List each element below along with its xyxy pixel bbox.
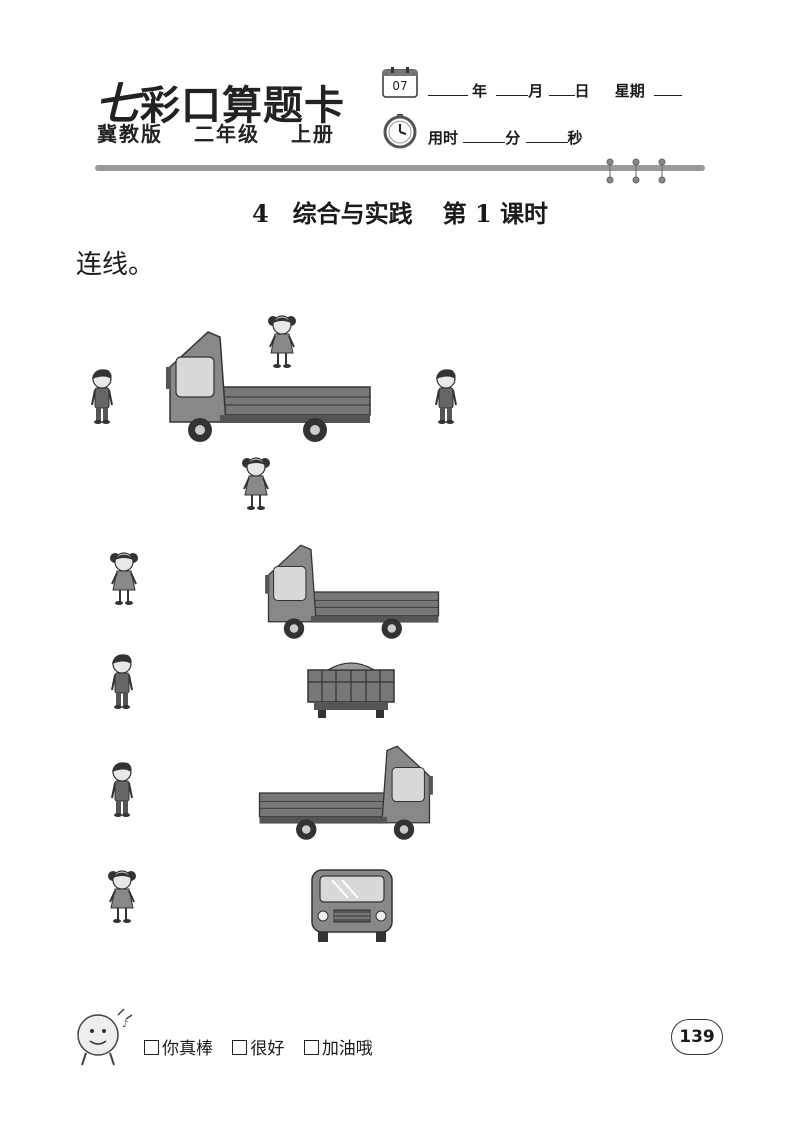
rating-option[interactable]: 你真棒 bbox=[144, 1039, 213, 1059]
mascot-icon: ♪ bbox=[77, 1008, 133, 1066]
scene-girl-bottom bbox=[241, 457, 271, 511]
rating-option[interactable]: 加油哦 bbox=[303, 1039, 373, 1059]
lesson-number: 4 bbox=[251, 199, 269, 228]
svg-text:♪: ♪ bbox=[122, 1019, 128, 1030]
date-fields: 年 月 日 星期 bbox=[428, 80, 682, 101]
match-truck-rear-view[interactable] bbox=[307, 662, 395, 719]
checkbox-icon[interactable] bbox=[303, 1040, 319, 1055]
month-label: 月 bbox=[528, 82, 544, 100]
grade-label: 二年级 bbox=[193, 122, 260, 146]
scene-boy-left bbox=[91, 368, 113, 425]
brand-title: 七彩口算题卡 bbox=[95, 68, 345, 132]
matching-exercise-illustration bbox=[80, 305, 465, 945]
match-girl-waving[interactable] bbox=[109, 552, 139, 606]
day-label: 日 bbox=[574, 82, 590, 100]
time-fields: 用时 分 秒 bbox=[428, 127, 583, 148]
calendar-icon: 07 bbox=[382, 67, 418, 98]
scene-truck bbox=[165, 331, 371, 443]
clock-icon bbox=[383, 114, 417, 149]
brand-first-char: 七 bbox=[95, 79, 140, 130]
lesson-period: 第 1 课时 bbox=[442, 199, 549, 228]
minutes-label: 分 bbox=[505, 129, 521, 147]
month-blank[interactable] bbox=[496, 81, 529, 96]
lesson-unit: 综合与实践 bbox=[292, 199, 413, 228]
scene-boy-right bbox=[435, 368, 457, 425]
exercise-instruction: 连线。 bbox=[76, 250, 155, 280]
rating-option[interactable]: 很好 bbox=[232, 1039, 284, 1059]
checkbox-icon[interactable] bbox=[232, 1040, 248, 1055]
lesson-title: 4 综合与实践第 1 课时 bbox=[0, 194, 800, 229]
edition-label: 冀教版 bbox=[97, 122, 163, 146]
match-boy-front[interactable] bbox=[111, 761, 133, 818]
scene-truck-with-children bbox=[91, 315, 457, 511]
book-info: 冀教版 二年级 上册 bbox=[97, 118, 357, 147]
header-divider bbox=[95, 165, 705, 171]
minutes-blank[interactable] bbox=[463, 128, 506, 143]
calendar-day: 07 bbox=[392, 79, 407, 93]
binder-rings-icon bbox=[606, 158, 666, 184]
weekday-label: 星期 bbox=[614, 82, 645, 100]
volume-label: 上册 bbox=[290, 122, 335, 146]
year-blank[interactable] bbox=[428, 81, 468, 96]
checkbox-icon[interactable] bbox=[144, 1040, 159, 1055]
match-front-view[interactable] bbox=[311, 869, 393, 943]
match-girl-back[interactable] bbox=[107, 870, 137, 924]
time-used-label: 用时 bbox=[428, 129, 459, 147]
match-boy-side[interactable] bbox=[111, 653, 133, 710]
seconds-label: 秒 bbox=[567, 129, 583, 147]
weekday-blank[interactable] bbox=[654, 81, 682, 96]
page-number: 139 bbox=[671, 1019, 723, 1055]
self-rating: 你真棒 很好 加油哦 bbox=[144, 1034, 387, 1059]
year-label: 年 bbox=[472, 82, 488, 100]
seconds-blank[interactable] bbox=[525, 128, 568, 143]
match-truck-left-view[interactable] bbox=[264, 544, 440, 640]
match-truck-right-view[interactable] bbox=[258, 745, 434, 841]
scene-girl-top bbox=[267, 315, 297, 369]
day-blank[interactable] bbox=[548, 81, 575, 96]
brand-rest: 彩口算题卡 bbox=[140, 82, 345, 129]
